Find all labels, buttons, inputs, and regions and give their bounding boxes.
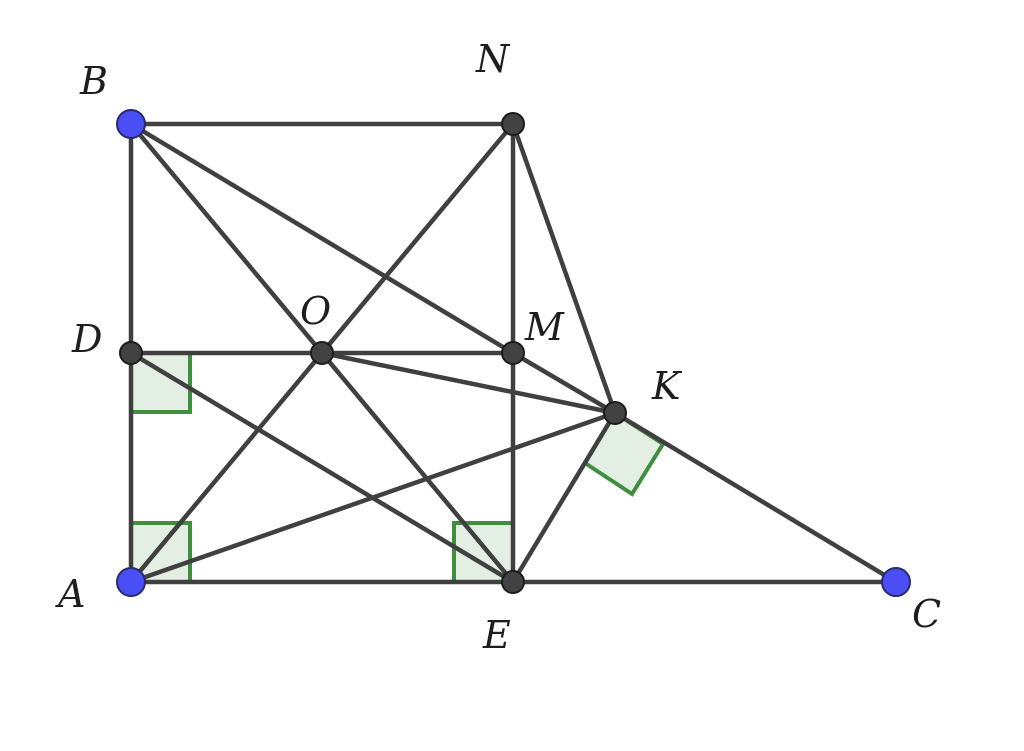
point-M[interactable] xyxy=(501,341,525,365)
segments xyxy=(128,121,899,585)
point-K[interactable] xyxy=(603,401,627,425)
point-B[interactable] xyxy=(116,109,146,139)
right-angle-marker-K xyxy=(582,410,666,497)
point-D[interactable] xyxy=(119,341,143,365)
segment-KC xyxy=(612,410,899,585)
label-M: M xyxy=(524,305,565,349)
label-A: A xyxy=(55,572,85,616)
label-K: K xyxy=(651,364,683,408)
label-B: B xyxy=(79,59,108,103)
label-D: D xyxy=(71,317,102,361)
point-A[interactable] xyxy=(116,567,146,597)
segment-MK xyxy=(510,350,618,416)
segment-OK xyxy=(319,350,618,416)
label-O: O xyxy=(300,289,331,333)
segment-AO xyxy=(128,350,325,585)
point-labels: B N D O M K A E C xyxy=(55,37,941,657)
segment-OE xyxy=(319,350,516,585)
segment-KE xyxy=(510,410,618,585)
point-E[interactable] xyxy=(501,570,525,594)
label-C: C xyxy=(912,592,941,636)
point-N[interactable] xyxy=(501,112,525,136)
point-O[interactable] xyxy=(310,341,334,365)
segment-AK xyxy=(128,410,618,585)
segment-BM xyxy=(128,121,516,356)
segment-NO xyxy=(319,121,516,356)
segment-NK xyxy=(510,121,618,416)
point-C[interactable] xyxy=(881,567,911,597)
segment-DE xyxy=(128,350,516,585)
segment-BO xyxy=(128,121,325,356)
label-E: E xyxy=(482,613,511,657)
points xyxy=(116,109,911,597)
label-N: N xyxy=(475,37,511,81)
